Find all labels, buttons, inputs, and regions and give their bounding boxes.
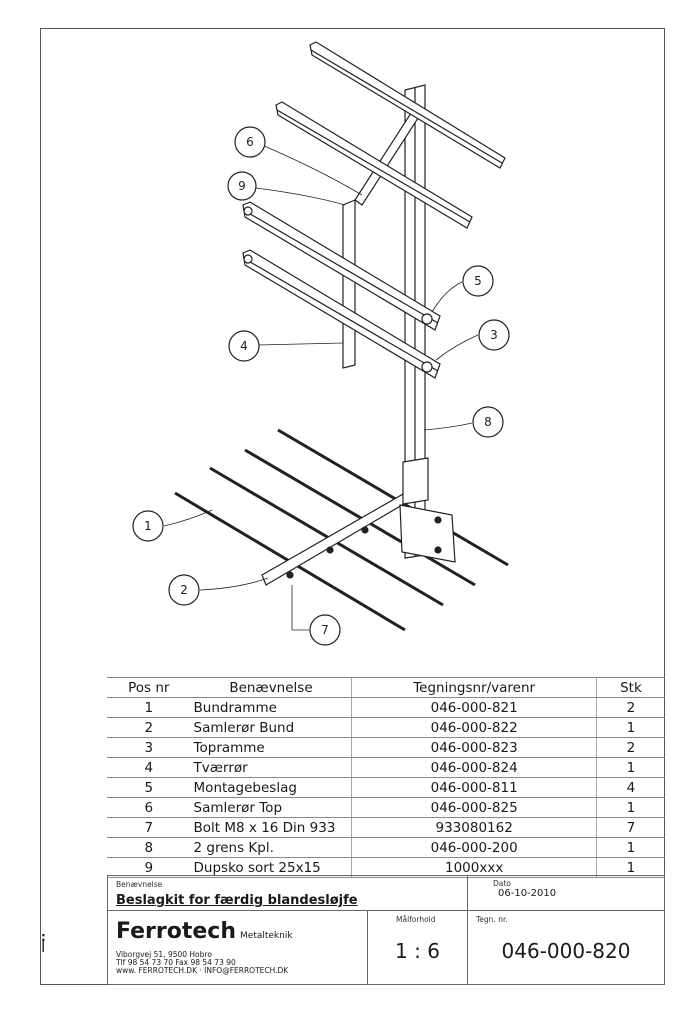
table-cell: 046-000-811 bbox=[351, 777, 597, 798]
callout-6: 6 bbox=[234, 126, 266, 158]
callout-4: 4 bbox=[228, 330, 260, 362]
description-cell: Benævnelse Beslagkit for færdig blandesl… bbox=[107, 875, 468, 911]
date-cell: Dato 06-10-2010 bbox=[467, 875, 665, 911]
assembly-drawing: 6 9 5 3 4 8 1 2 7 bbox=[132, 41, 510, 646]
table-cell: 1 bbox=[595, 857, 665, 878]
svg-text:9: 9 bbox=[238, 179, 246, 193]
table-cell: Samlerør Top bbox=[190, 797, 352, 818]
table-cell: 1 bbox=[595, 837, 665, 858]
callout-1: 1 bbox=[132, 510, 164, 542]
table-cell: 7 bbox=[595, 817, 665, 838]
callout-8: 8 bbox=[472, 406, 504, 438]
vertical-post bbox=[404, 84, 426, 559]
table-cell: 3 bbox=[107, 737, 191, 758]
table-cell: Bundramme bbox=[190, 697, 352, 718]
leader-lines bbox=[163, 144, 479, 631]
callout-3: 3 bbox=[478, 319, 510, 351]
svg-text:3: 3 bbox=[490, 328, 498, 342]
callout-7: 7 bbox=[309, 614, 341, 646]
table-cell: Tværrør bbox=[190, 757, 352, 778]
table-cell: 2 bbox=[595, 737, 665, 758]
table-cell: Bolt M8 x 16 Din 933 bbox=[190, 817, 352, 838]
top-rails bbox=[242, 41, 506, 379]
table-cell: 046-000-822 bbox=[351, 717, 597, 738]
table-cell: 4 bbox=[107, 757, 191, 778]
table-cell: Topramme bbox=[190, 737, 352, 758]
callout-9: 9 bbox=[227, 171, 257, 201]
date: 06-10-2010 bbox=[498, 888, 557, 899]
svg-text:7: 7 bbox=[321, 623, 329, 637]
svg-text:1: 1 bbox=[144, 519, 152, 533]
table-cell: 046-000-823 bbox=[351, 737, 597, 758]
table-cell: 4 bbox=[595, 777, 665, 798]
table-cell: Dupsko sort 25x15 bbox=[190, 857, 352, 878]
callout-2: 2 bbox=[168, 574, 200, 606]
table-cell: 1 bbox=[595, 717, 665, 738]
table-cell: 046-000-200 bbox=[351, 837, 597, 858]
table-cell: 7 bbox=[107, 817, 191, 838]
table-cell: Samlerør Bund bbox=[190, 717, 352, 738]
table-cell: 046-000-825 bbox=[351, 797, 597, 818]
table-cell: 5 bbox=[107, 777, 191, 798]
svg-text:8: 8 bbox=[484, 415, 492, 429]
bottom-collector bbox=[261, 457, 456, 586]
scale-cell: Målforhold 1 : 6 bbox=[367, 910, 468, 985]
svg-text:4: 4 bbox=[240, 339, 248, 353]
table-cell: Montagebeslag bbox=[190, 777, 352, 798]
table-cell: 1 bbox=[107, 697, 191, 718]
table-cell: 046-000-824 bbox=[351, 757, 597, 778]
table-cell: 1 bbox=[595, 797, 665, 818]
table-cell: 1000xxx bbox=[351, 857, 597, 878]
callout-5: 5 bbox=[462, 265, 494, 297]
table-cell: 2 grens Kpl. bbox=[190, 837, 352, 858]
table-cell: 9 bbox=[107, 857, 191, 878]
table-cell: 2 bbox=[107, 717, 191, 738]
scale-value: 1 : 6 bbox=[395, 939, 440, 963]
drawing-number-cell: Tegn. nr. 046-000-820 bbox=[467, 910, 665, 985]
cross-tube-4 bbox=[342, 199, 356, 369]
table-cell: 1 bbox=[595, 757, 665, 778]
parts-list-header: Pos nr Benævnelse Tegningsnr/varenr Stk bbox=[107, 677, 665, 698]
table-cell: 2 bbox=[595, 697, 665, 718]
drawing-title: Beslagkit for færdig blandesløjfe bbox=[116, 893, 358, 908]
table-cell: 8 bbox=[107, 837, 191, 858]
table-cell: 046-000-821 bbox=[351, 697, 597, 718]
svg-text:5: 5 bbox=[474, 274, 482, 288]
binding-marks: :| bbox=[41, 930, 46, 952]
svg-text:2: 2 bbox=[180, 583, 188, 597]
parts-list: Pos nr Benævnelse Tegningsnr/varenr Stk … bbox=[107, 677, 665, 878]
table-cell: 6 bbox=[107, 797, 191, 818]
table-cell: 933080162 bbox=[351, 817, 597, 838]
svg-text:6: 6 bbox=[246, 135, 254, 149]
callouts: 6 9 5 3 4 8 1 2 7 bbox=[132, 126, 510, 646]
drawing-number: 046-000-820 bbox=[501, 939, 631, 963]
